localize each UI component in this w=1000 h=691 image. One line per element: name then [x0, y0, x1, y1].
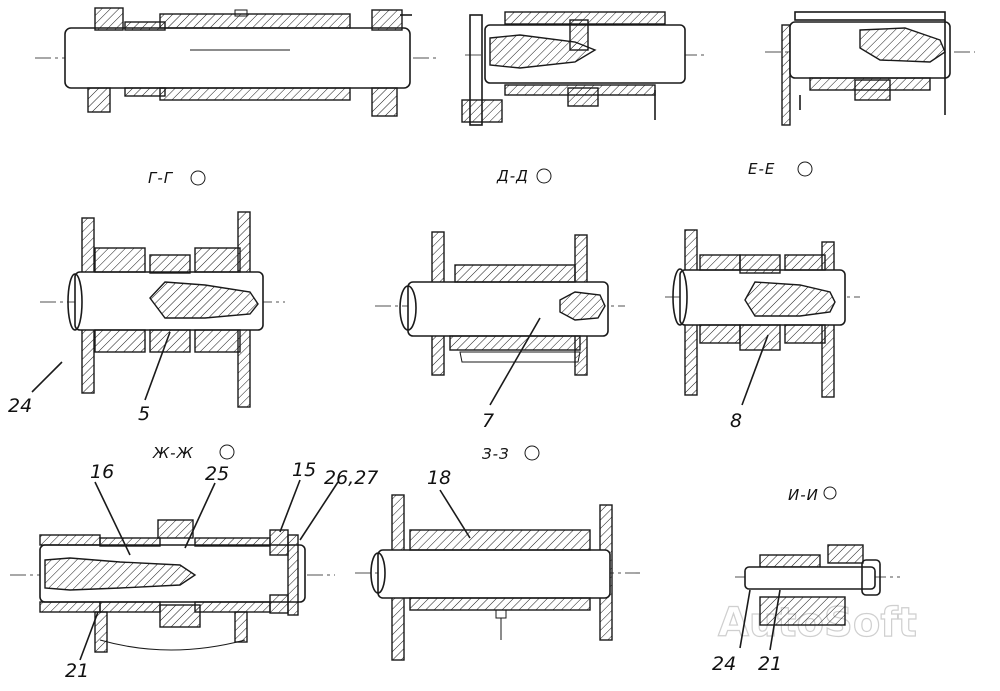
view-e-assembly [765, 11, 975, 126]
callout-24-a: 24 [8, 395, 32, 417]
view-i-title: И-И [788, 486, 819, 504]
section-marker-e [797, 161, 813, 177]
view-bottom-center-assembly [355, 489, 640, 661]
view-bottom-left-assembly [10, 479, 339, 661]
callout-25: 25 [205, 463, 229, 485]
view-middle-center-assembly [375, 231, 625, 406]
view-g-title: Г-Г [148, 169, 174, 187]
callout-21-a: 21 [65, 660, 89, 682]
callout-8: 8 [730, 410, 742, 432]
section-marker-zh [219, 444, 235, 460]
view-zh-title: Ж-Ж [152, 444, 194, 462]
section-marker-i [823, 486, 837, 500]
view-d-title: Д-Д [496, 167, 529, 185]
callout-18: 18 [427, 467, 451, 489]
callout-16: 16 [90, 461, 114, 483]
callout-21-b: 21 [758, 653, 782, 675]
view-middle-right-assembly [665, 229, 860, 406]
callout-5: 5 [138, 403, 150, 425]
view-i-assembly [735, 544, 900, 651]
callout-15: 15 [292, 459, 316, 481]
section-marker-z [524, 445, 540, 461]
view-middle-left-assembly [31, 211, 285, 408]
view-d-assembly [461, 11, 705, 126]
callout-26-27: 26,27 [324, 467, 378, 489]
callout-24-b: 24 [712, 653, 736, 675]
section-marker-g [190, 170, 206, 186]
view-g-assembly [35, 7, 440, 117]
section-marker-d [536, 168, 552, 184]
callout-7: 7 [482, 410, 494, 432]
view-e-title: Е-Е [748, 160, 775, 178]
view-z-title: З-З [482, 445, 510, 463]
